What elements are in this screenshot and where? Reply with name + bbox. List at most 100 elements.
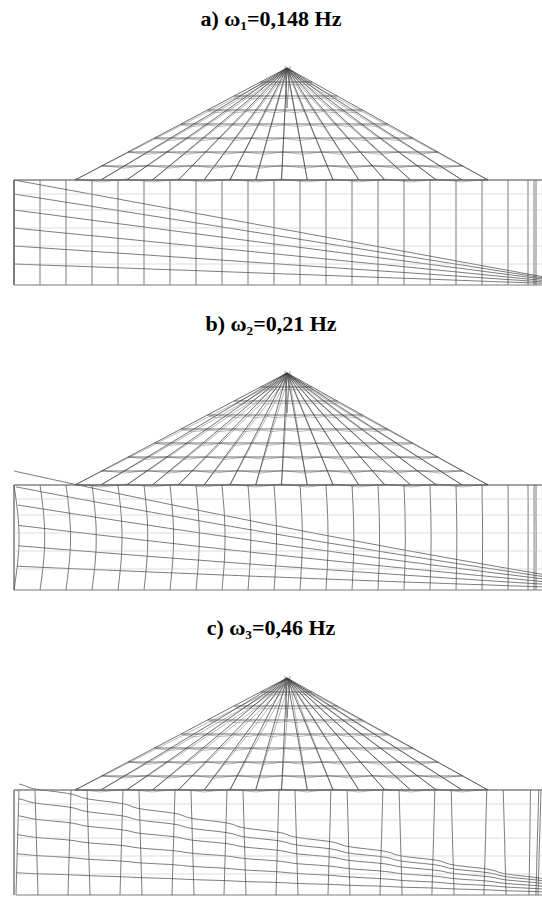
mesh-line <box>14 533 542 534</box>
mesh-line <box>129 457 439 459</box>
mesh-line <box>208 110 363 111</box>
mesh-line <box>14 264 542 283</box>
mesh-line <box>248 180 249 285</box>
mesh-line <box>378 180 379 285</box>
mesh-line <box>196 180 197 285</box>
mesh-line <box>120 790 123 895</box>
mode-title: c) ω₃=0,46 Hz <box>0 615 542 641</box>
mesh-line <box>482 485 484 590</box>
mesh-line <box>155 443 413 444</box>
mesh-line <box>224 790 227 895</box>
mesh-line <box>482 180 483 285</box>
mesh-line <box>17 873 542 892</box>
mesh-line <box>155 748 413 749</box>
mesh-line <box>19 546 542 584</box>
mesh-line <box>14 194 542 195</box>
mesh-line <box>14 264 542 265</box>
mesh-line <box>139 790 142 895</box>
mesh-line <box>404 485 405 590</box>
mesh-line <box>14 180 542 277</box>
mesh-line <box>128 762 438 763</box>
mesh-line <box>14 485 15 590</box>
mesh-line <box>40 180 41 285</box>
mesh-line <box>182 430 389 432</box>
mesh-line <box>16 790 19 895</box>
mesh-line <box>68 790 71 895</box>
mesh-line <box>14 874 542 875</box>
mesh-line <box>261 82 313 83</box>
mesh-line <box>234 401 337 402</box>
mesh-line <box>155 138 413 139</box>
mesh-line <box>181 429 388 430</box>
mesh-line <box>399 790 402 895</box>
mesh-line <box>183 735 390 737</box>
mesh-line <box>156 749 414 751</box>
mesh-line <box>204 376 289 485</box>
mesh-line <box>430 485 431 590</box>
mesh-line <box>102 776 463 779</box>
mesh-line <box>536 180 537 285</box>
mode-3-mesh <box>14 676 542 895</box>
mesh-line <box>234 706 337 707</box>
mesh-line <box>92 180 93 285</box>
mesh-line <box>432 790 435 895</box>
mesh-line <box>456 180 457 285</box>
mesh-line <box>274 180 275 285</box>
mesh-line <box>14 485 542 486</box>
mesh-line <box>287 71 436 180</box>
mesh-line <box>178 681 290 790</box>
mesh-line <box>40 485 45 590</box>
mesh-line <box>18 505 542 579</box>
mesh-line <box>129 762 439 764</box>
mesh-line <box>155 444 413 446</box>
mesh-line <box>16 487 542 577</box>
mesh-line <box>102 776 463 777</box>
mesh-line <box>274 485 277 590</box>
mesh-line <box>14 180 542 181</box>
mesh-line <box>18 816 542 884</box>
mesh-line <box>66 180 67 285</box>
mesh-line <box>404 180 405 285</box>
mesh-line <box>14 285 542 286</box>
mesh-line <box>536 485 537 590</box>
mesh-line <box>484 790 487 895</box>
mesh-line <box>534 180 535 285</box>
mesh-line <box>128 457 438 458</box>
mode-1-mesh <box>14 66 542 285</box>
mesh-line <box>14 590 542 591</box>
mesh-line <box>19 525 542 581</box>
mesh-line <box>170 485 174 590</box>
mesh-line <box>248 485 251 590</box>
mesh-line <box>102 471 463 472</box>
mesh-line <box>209 417 364 418</box>
mesh-line <box>14 180 542 181</box>
mesh-line <box>528 180 529 285</box>
mesh-line <box>378 485 380 590</box>
mesh-line <box>144 180 145 285</box>
mesh-line <box>19 784 542 879</box>
mesh-line <box>326 180 327 285</box>
mesh-line <box>14 485 19 590</box>
mesh-line <box>14 804 542 805</box>
mesh-line <box>285 676 290 718</box>
mesh-line <box>14 838 542 839</box>
mesh-line <box>118 180 119 285</box>
mesh-line <box>19 799 542 882</box>
mesh-line <box>14 499 542 500</box>
mesh-line <box>144 485 148 590</box>
mesh-line <box>14 485 542 486</box>
mesh-line <box>14 790 542 791</box>
mesh-line <box>328 790 331 895</box>
mesh-line <box>14 590 542 591</box>
mesh-line <box>152 681 290 790</box>
mesh-line <box>261 692 313 693</box>
mesh-line <box>380 790 383 895</box>
mesh-line <box>14 790 542 791</box>
mesh-line <box>209 722 364 723</box>
mesh-line <box>14 228 542 229</box>
mesh-line <box>326 485 328 590</box>
mesh-line <box>295 790 298 895</box>
mesh-line <box>17 854 542 889</box>
mode-title: b) ω₂=0,21 Hz <box>0 311 542 337</box>
